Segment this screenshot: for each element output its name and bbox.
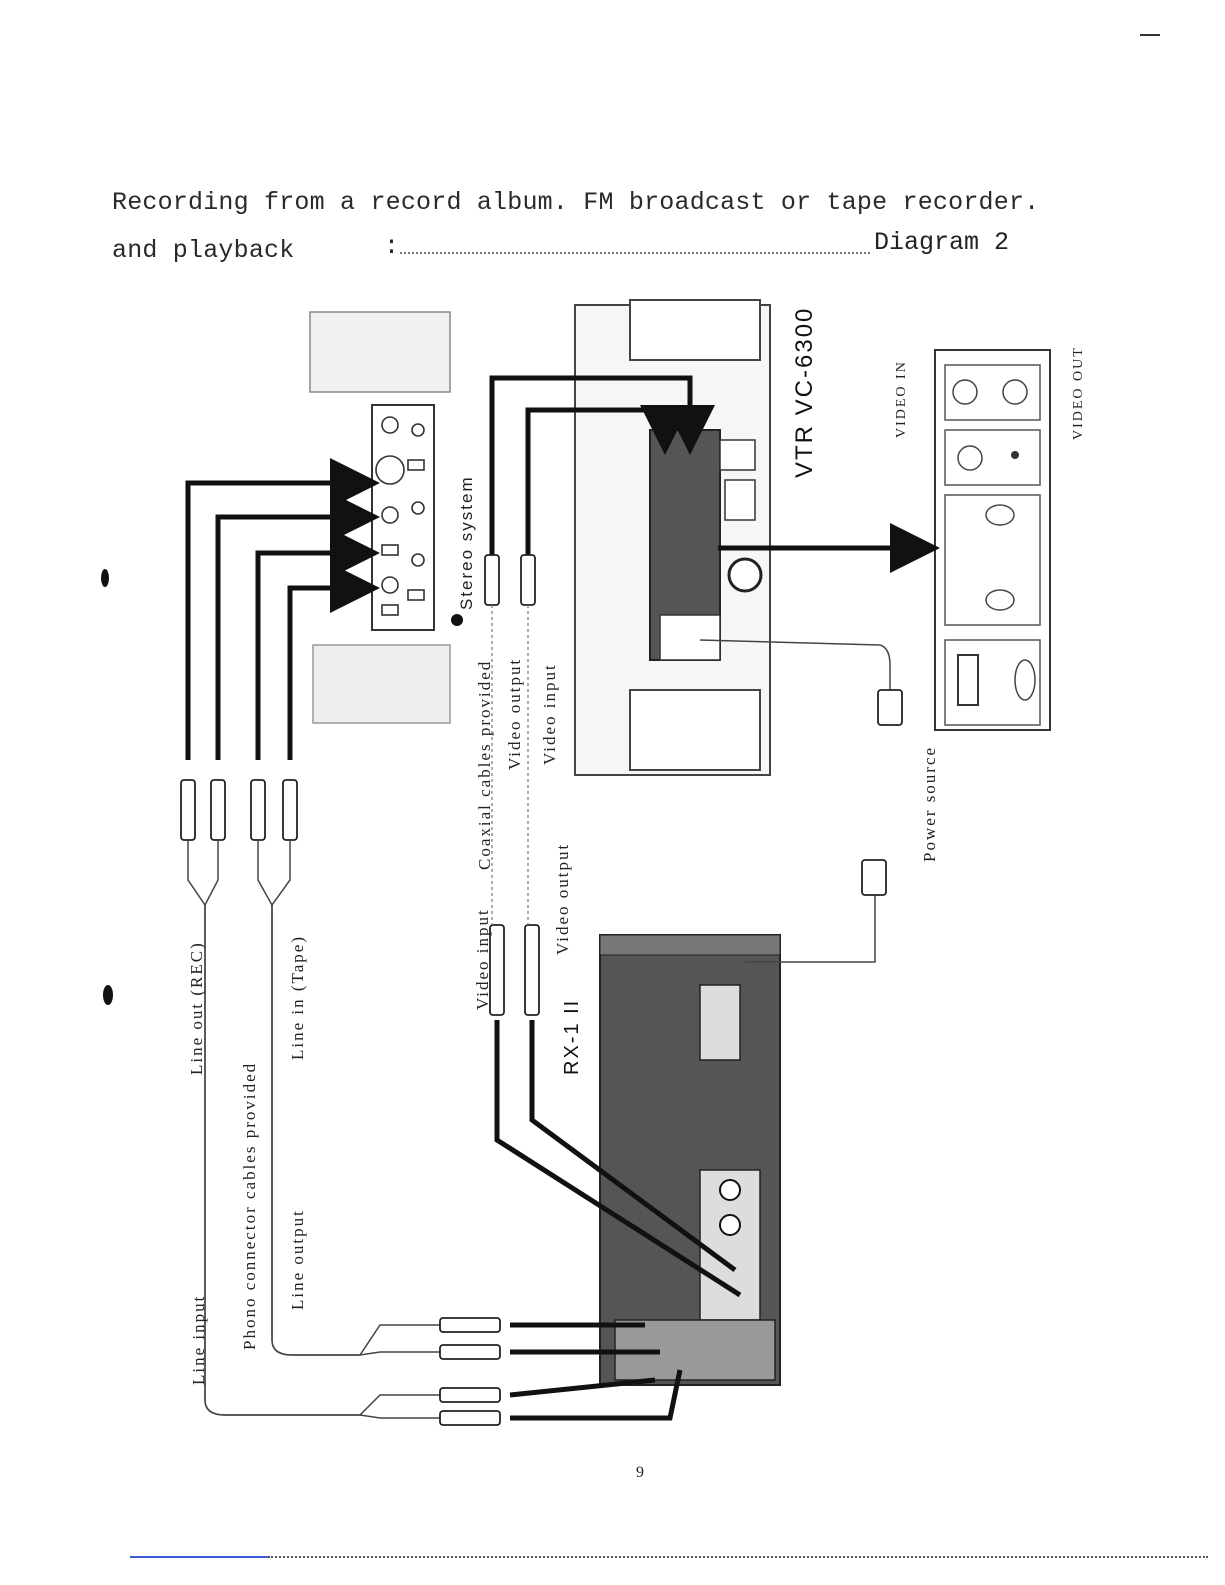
label-line-output: Line output	[288, 1209, 307, 1310]
label-power-source: Power source	[920, 746, 939, 862]
label-line-in-tape: Line in (Tape)	[288, 935, 307, 1060]
heading-line-1: Recording from a record album. FM broadc…	[112, 188, 1040, 217]
tv-rear-panel: VIDEO IN VIDEO OUT	[894, 346, 1086, 731]
diagram-reference: Diagram 2	[874, 228, 1010, 257]
phono-plugs-upper	[180, 779, 298, 841]
vtr-label: VTR VC-6300	[791, 307, 818, 478]
binding-marks	[101, 569, 113, 1005]
rx-label: RX-1 II	[561, 999, 583, 1075]
label-video-input-rx: Video input	[473, 908, 492, 1010]
stereo-system: Stereo system	[309, 311, 476, 724]
power-plugs	[861, 689, 903, 896]
dotted-leader	[400, 252, 870, 254]
coaxial-cables	[489, 375, 940, 1298]
audio-cables-receiver	[509, 1322, 683, 1421]
coaxial-thin-runs	[491, 605, 529, 925]
label-coaxial-cables: Coaxial cables provided	[475, 660, 494, 870]
label-line-out-rec: Line out (REC)	[187, 941, 206, 1075]
label-phono-cables: Phono connector cables provided	[240, 1062, 259, 1350]
label-video-output-vtr: Video output	[505, 658, 524, 770]
phono-plugs-lower	[439, 1317, 501, 1426]
label-line-input: Line input	[189, 1295, 208, 1385]
corner-mark	[1140, 34, 1160, 36]
stereo-lower-unit	[312, 644, 451, 724]
phono-cable-thin-upper	[187, 840, 440, 1419]
label-video-input-vtr: Video input	[540, 663, 559, 765]
power-cords	[699, 639, 891, 963]
audio-cables-stereo	[185, 458, 380, 760]
video-out-label: VIDEO OUT	[1071, 346, 1086, 440]
heading-line-2: and playback	[112, 236, 295, 265]
footer-dotted-rule	[268, 1556, 1208, 1558]
stereo-upper-unit	[309, 311, 451, 393]
coaxial-plugs	[484, 554, 540, 1016]
footer-rule	[130, 1556, 268, 1558]
stereo-label: Stereo system	[457, 475, 476, 610]
rx-receiver: RX-1 II	[561, 934, 781, 1386]
page-number: 9	[636, 1464, 644, 1481]
leader-colon: :	[384, 232, 400, 261]
vtr-device: VTR VC-6300	[574, 299, 818, 776]
video-in-label: VIDEO IN	[894, 360, 909, 438]
label-video-output-rx: Video output	[553, 843, 572, 955]
